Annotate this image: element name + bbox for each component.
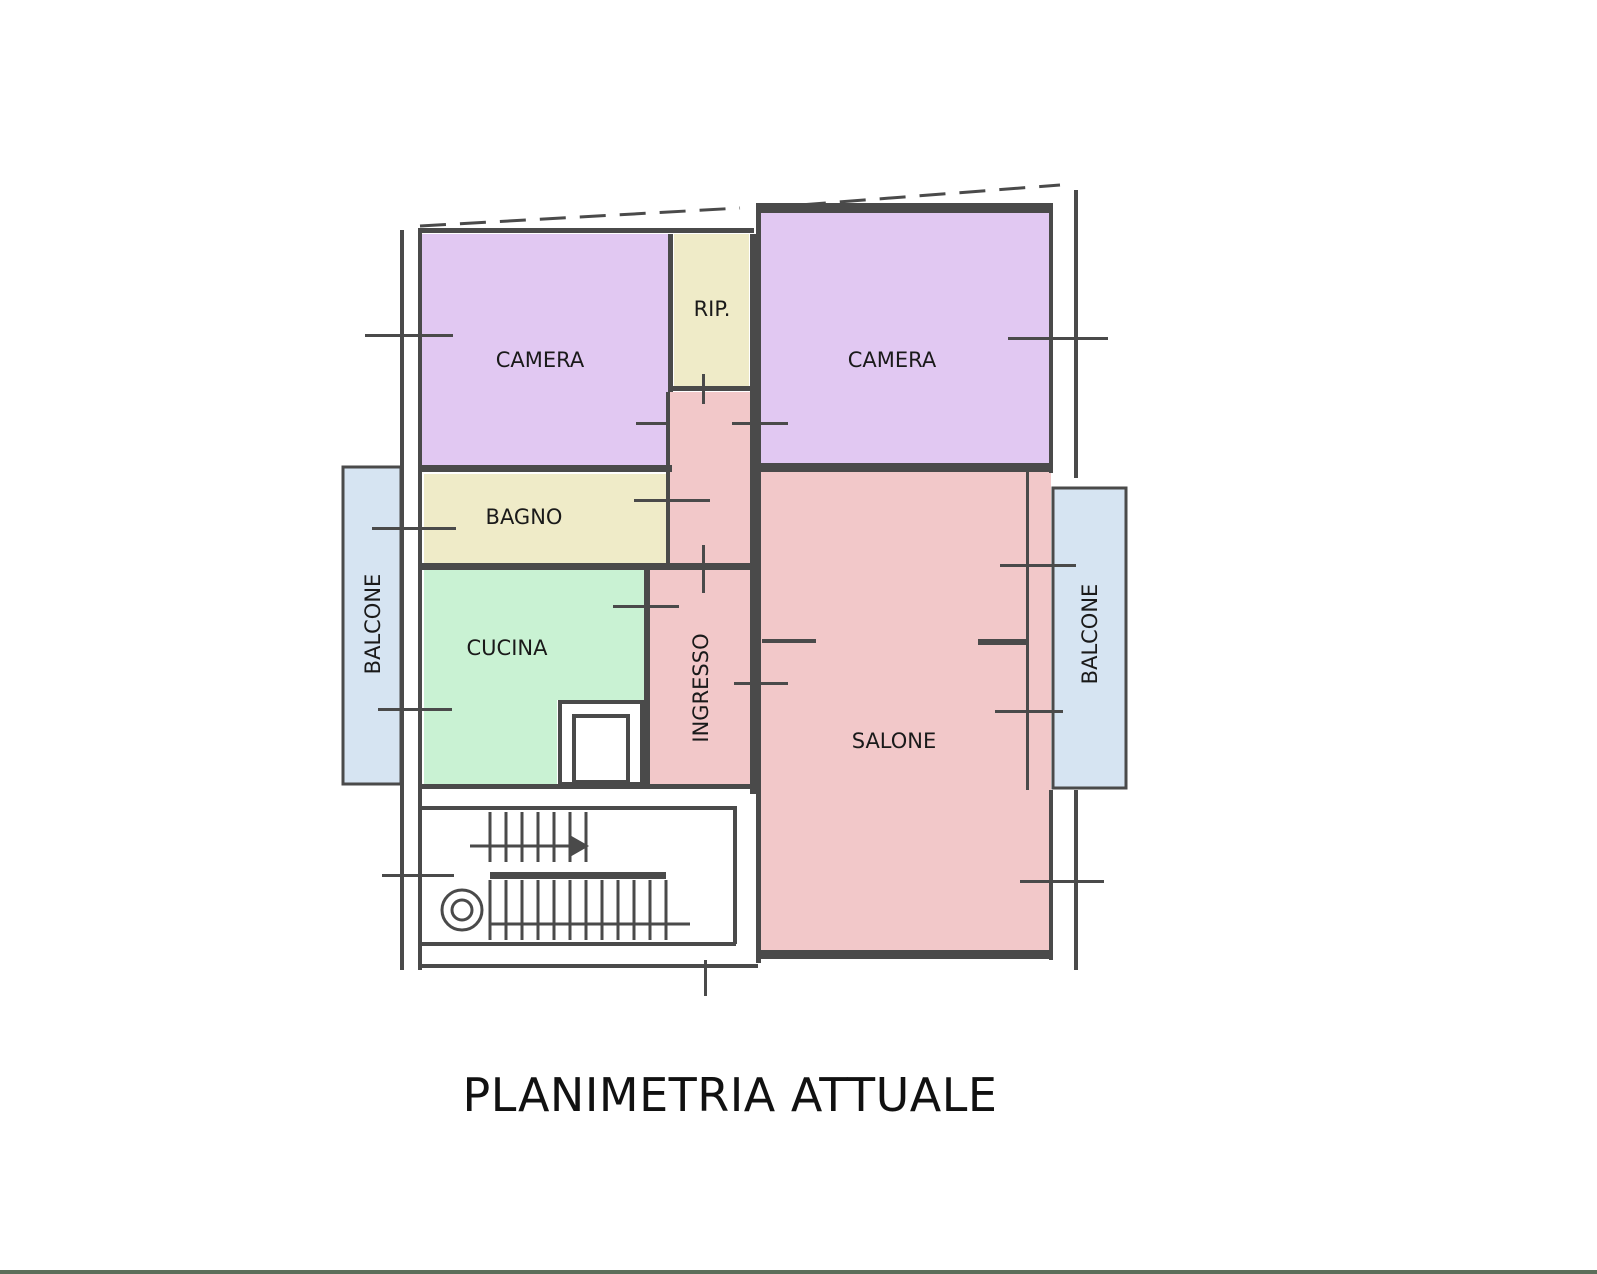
- balcone-left: [341, 465, 403, 786]
- room-cucina: [424, 570, 644, 786]
- label-ingresso: INGRESSO: [689, 633, 713, 742]
- label-camera-left: CAMERA: [496, 348, 585, 372]
- bottom-border: [0, 1270, 1597, 1274]
- room-bagno: [424, 474, 666, 564]
- room-camera-right: [759, 213, 1049, 463]
- label-camera-right: CAMERA: [848, 348, 937, 372]
- room-corridor: [668, 392, 750, 567]
- label-rip: RIP.: [694, 297, 731, 321]
- label-salone: SALONE: [852, 729, 937, 753]
- label-balcone-right: BALCONE: [1078, 584, 1102, 685]
- staircase: [440, 812, 690, 940]
- balcone-right: [1051, 486, 1128, 790]
- walls: [365, 190, 1108, 996]
- room-camera-left: [420, 234, 669, 466]
- label-balcone-left: BALCONE: [361, 574, 385, 675]
- room-rip: [674, 234, 749, 388]
- plan-title: PLANIMETRIA ATTUALE: [462, 1068, 998, 1122]
- label-cucina: CUCINA: [467, 636, 549, 660]
- label-bagno: BAGNO: [486, 505, 563, 529]
